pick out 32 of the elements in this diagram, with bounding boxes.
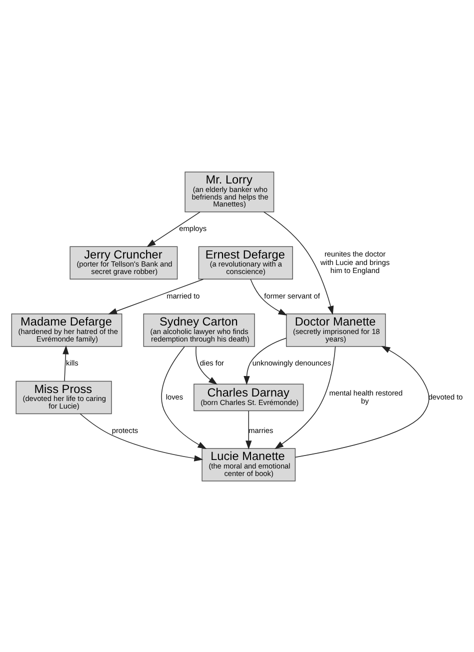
node-box: Sydney Carton (an alcoholic lawyer who finds redemption through his death) — [143, 313, 255, 346]
node-box: Madame Defarge (hardened by her hatred of the Evrémonde family) — [11, 313, 122, 346]
node-box: Lucie Manette (the moral and emotional center of book) — [202, 448, 296, 481]
edge-label: employs — [179, 224, 207, 233]
arrow — [250, 278, 288, 316]
arrow — [80, 412, 204, 461]
node-box: Ernest Defarge (a revolutionary with a conscience) — [198, 246, 294, 280]
arrow — [146, 211, 200, 247]
edge-label: married to — [166, 290, 200, 300]
edge-label: kills — [66, 358, 78, 368]
node-box: Mr. Lorry (an elderly banker who befriends and helps the Manettes) — [184, 171, 274, 212]
node-box: Doctor Manette (secretly imprisoned for 18 years) — [286, 313, 386, 346]
node-box: Charles Darnay (born Charles St. Evrémonde) — [194, 383, 304, 411]
arrow — [263, 211, 334, 314]
arrow — [274, 346, 336, 449]
arrow — [294, 346, 430, 458]
arrow — [196, 346, 218, 384]
edge-label: reunites the doctor with Lucie and brings him to England — [320, 249, 390, 274]
edge-label: protects — [112, 425, 138, 434]
edge-label: dies for — [200, 358, 224, 368]
node-box: Miss Pross (devoted her life to caring for Lucie) — [16, 380, 112, 414]
edge-label: former servant of — [264, 290, 320, 300]
edge-label: marries — [248, 425, 274, 434]
arrow — [108, 278, 204, 314]
edge-label: mental health restored by — [329, 388, 403, 405]
edge-label: unknowingly denounces — [252, 358, 332, 368]
arrow — [246, 410, 252, 449]
arrow — [161, 346, 207, 449]
node-box: Jerry Cruncher (porter for Tellson's Bank and secret grave robber) — [70, 246, 178, 280]
arrow — [244, 337, 287, 384]
edge-label: loves — [166, 392, 184, 401]
arrow — [62, 344, 69, 381]
